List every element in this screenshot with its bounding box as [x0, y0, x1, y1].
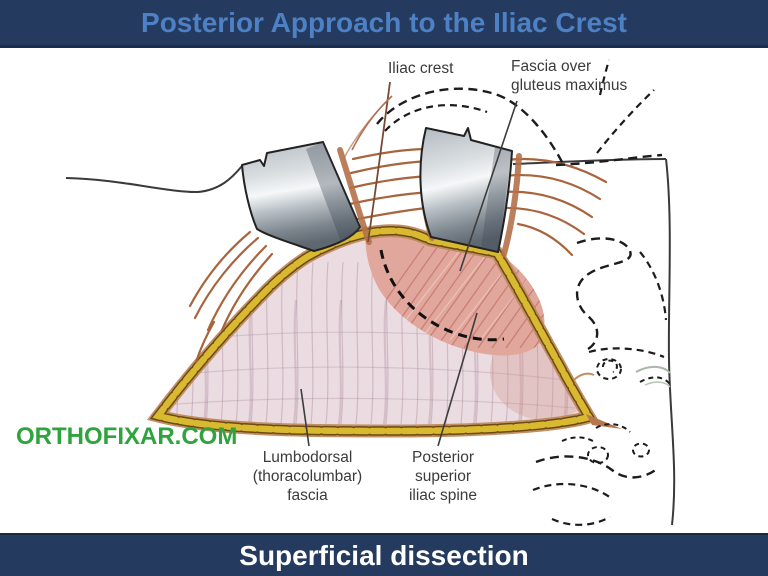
title-banner: Posterior Approach to the Iliac Crest	[0, 0, 768, 48]
leader-lines	[300, 81, 518, 447]
leader-iliac-crest	[367, 81, 391, 243]
label-posterior-superior-iliac-spine: Posterior superior iliac spine	[375, 448, 511, 505]
retractor-left	[241, 141, 361, 252]
label-lumbodorsal-fascia: Lumbodorsal (thoracolumbar) fascia	[225, 448, 390, 505]
watermark-text: ORTHOFIXAR.COM	[16, 423, 238, 450]
leader-psis	[437, 312, 478, 447]
texture-line	[325, 261, 329, 425]
skin-edge-arc-b	[343, 99, 389, 159]
skin-line-left	[65, 165, 243, 194]
dashed-bone-outlines	[376, 59, 672, 526]
texture-line	[337, 299, 343, 425]
wound-corner-tan-wedge	[586, 414, 622, 429]
texture-line	[419, 249, 491, 341]
label-fascia-gluteus-line2: gluteus maximus	[511, 77, 628, 94]
label-lumbodorsal-line1: Lumbodorsal	[262, 449, 353, 466]
body-contour-line	[665, 158, 676, 526]
label-psis-line2: superior	[415, 468, 471, 485]
fat-globules	[152, 227, 594, 435]
page-title: Posterior Approach to the Iliac Crest	[141, 7, 627, 38]
label-lumbodorsal-line3: fascia	[287, 487, 328, 504]
skin-outline	[65, 158, 676, 526]
texture-line	[292, 299, 298, 425]
texture-line	[295, 261, 299, 425]
texture-line	[382, 299, 388, 425]
fascial-incision-dashed-line	[379, 249, 505, 342]
figure-caption: Superficial dissection	[239, 540, 529, 571]
skin-edge-arc-a	[351, 95, 393, 151]
texture-line	[519, 245, 545, 349]
faint-cartilage-arcs	[573, 365, 671, 388]
texture-line	[310, 261, 314, 425]
skin-line-right	[512, 158, 667, 165]
label-fascia-gluteus-line1: Fascia over	[511, 58, 592, 75]
texture-line	[340, 261, 344, 425]
retractor-left-shadow	[306, 142, 360, 242]
label-iliac-crest: Iliac crest	[388, 59, 453, 78]
leader-lumbodorsal	[300, 388, 310, 447]
retractor-right	[419, 127, 513, 253]
texture-line	[421, 245, 495, 349]
texture-line	[355, 261, 359, 425]
label-fascia-gluteus: Fascia over gluteus maximus	[511, 57, 627, 95]
label-psis-line1: Posterior	[411, 449, 475, 466]
caption-banner: Superficial dissection	[0, 533, 768, 576]
texture-line	[365, 245, 425, 349]
texture-line	[370, 261, 374, 425]
label-lumbodorsal-line2: (thoracolumbar)	[252, 468, 363, 485]
retractor-right-shadow	[481, 147, 512, 252]
label-iliac-crest-text: Iliac crest	[388, 60, 454, 77]
label-psis-line3: iliac spine	[408, 487, 478, 504]
leader-fascia-gluteus	[459, 100, 518, 272]
